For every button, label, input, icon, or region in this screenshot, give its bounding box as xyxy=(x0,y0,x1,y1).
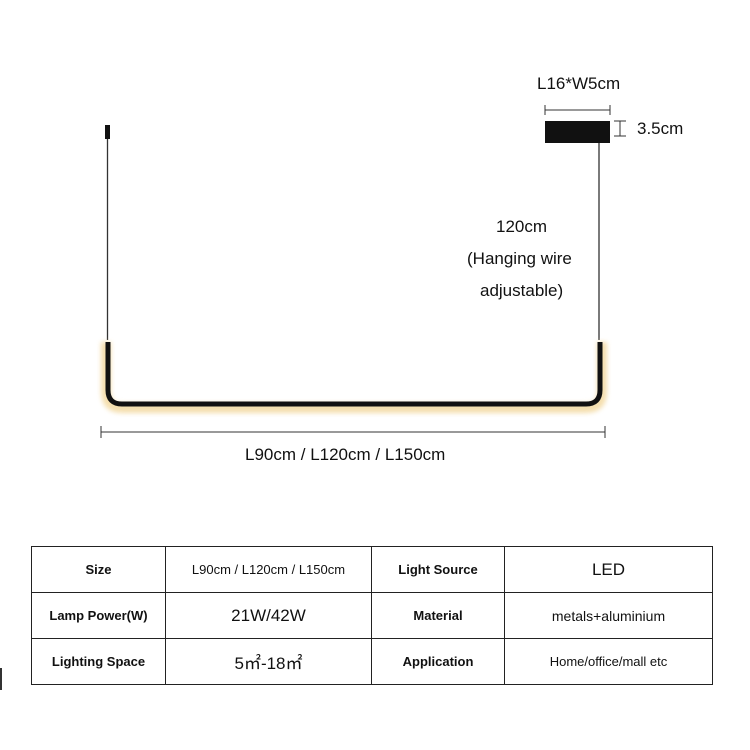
spec-label-application: Application xyxy=(371,638,505,685)
edge-mark xyxy=(0,668,2,690)
spec-value-lamp-power: 21W/42W xyxy=(165,592,372,639)
canopy-height-label: 3.5cm xyxy=(637,119,684,138)
wire-note-line1: (Hanging wire xyxy=(467,249,572,268)
spec-label-size: Size xyxy=(31,546,166,593)
left-wire-cap xyxy=(105,125,110,139)
spec-value-application: Home/office/mall etc xyxy=(504,638,713,685)
lamp-length-label: L90cm / L120cm / L150cm xyxy=(245,445,446,464)
spec-label-lighting-space: Lighting Space xyxy=(31,638,166,685)
lamp-glow xyxy=(101,342,607,413)
table-row: Size L90cm / L120cm / L150cm Light Sourc… xyxy=(31,546,713,593)
wire-length-label: 120cm xyxy=(496,217,548,236)
spec-table: Size L90cm / L120cm / L150cm Light Sourc… xyxy=(31,546,713,685)
spec-label-lamp-power: Lamp Power(W) xyxy=(31,592,166,639)
spec-value-lighting-space: 5㎡-18㎡ xyxy=(165,638,372,685)
spec-value-size: L90cm / L120cm / L150cm xyxy=(165,546,372,593)
ceiling-canopy xyxy=(545,121,610,143)
spec-value-material: metals+aluminium xyxy=(504,592,713,639)
lamp-diagram xyxy=(100,105,626,438)
canopy-size-label: L16*W5cm xyxy=(537,74,621,93)
spec-value-light-source: LED xyxy=(504,546,713,593)
table-row: Lighting Space 5㎡-18㎡ Application Home/o… xyxy=(31,638,713,685)
spec-label-light-source: Light Source xyxy=(371,546,505,593)
wire-note-line2: adjustable) xyxy=(480,281,564,300)
spec-label-material: Material xyxy=(371,592,505,639)
lamp-body xyxy=(105,342,603,407)
table-row: Lamp Power(W) 21W/42W Material metals+al… xyxy=(31,592,713,639)
